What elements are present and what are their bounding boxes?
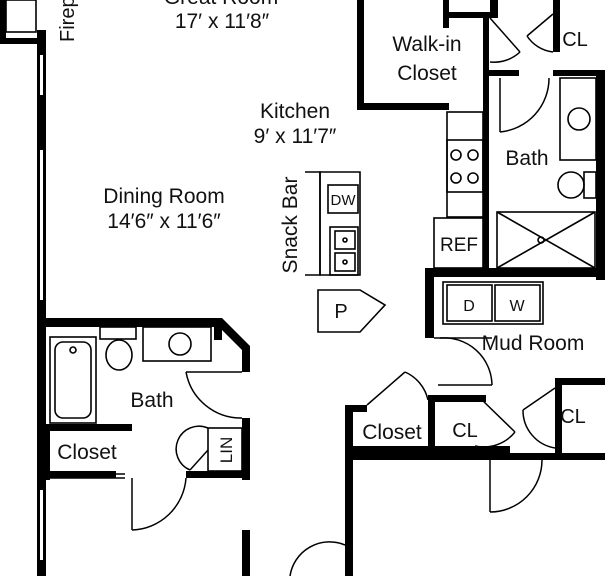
kitchen-name: Kitchen: [260, 100, 330, 123]
pantry-label: P: [334, 301, 347, 323]
fixture-labels: Firep Snack Bar DW P REF D W LIN CL CL C…: [57, 0, 588, 463]
cl-top-label: CL: [562, 29, 588, 51]
great-room-name: Great Room: [164, 0, 278, 9]
linen-label: LIN: [217, 437, 236, 463]
washer-label: W: [509, 298, 525, 315]
mud-room-name: Mud Room: [482, 332, 585, 355]
dryer-label: D: [463, 298, 475, 315]
fixtures: [5, 0, 597, 472]
closet-left-name: Closet: [57, 441, 117, 464]
bath-left-name: Bath: [130, 389, 173, 412]
dining-room-name: Dining Room: [103, 185, 224, 208]
walk-in-closet-line2: Closet: [397, 62, 457, 85]
bath-right-name: Bath: [505, 147, 548, 170]
walk-in-closet-line1: Walk-in: [392, 33, 461, 56]
snack-bar-label: Snack Bar: [279, 177, 302, 274]
dishwasher-label: DW: [331, 192, 357, 209]
dining-room-size: 14′6″ x 11′6″: [107, 210, 221, 233]
closet-center-name: Closet: [362, 421, 422, 444]
cl-center-label: CL: [452, 420, 478, 442]
refrigerator-label: REF: [440, 235, 478, 256]
cl-right-label: CL: [560, 406, 586, 428]
doors: [50, 13, 556, 576]
great-room-size: 17′ x 11′8″: [175, 10, 270, 33]
fireplace-label: Firep: [57, 0, 79, 42]
room-labels: Great Room 17′ x 11′8″ Kitchen 9′ x 11′7…: [57, 0, 584, 464]
kitchen-size: 9′ x 11′7″: [254, 125, 337, 148]
